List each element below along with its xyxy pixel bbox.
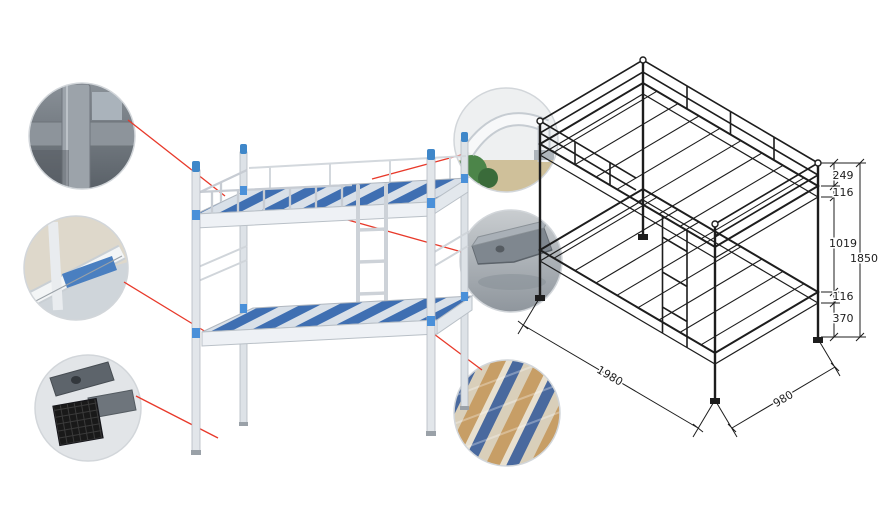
dim-lower-frame: 116: [833, 290, 854, 303]
dim-ground-clearance: 370: [833, 312, 854, 325]
bottom-bunk-head-rails: [195, 245, 248, 283]
guardrail-tube-detail-icon: [453, 87, 559, 193]
detail-callout-frame-connector: [23, 215, 129, 321]
detail-callout-slat-surface: [453, 359, 561, 467]
slat-surface-detail-icon: [453, 359, 561, 467]
foot-pad-detail-icon: [34, 354, 142, 462]
height-dimension-lines: [821, 158, 866, 342]
drawing-post-caps: [536, 56, 822, 228]
upper-slats: [553, 90, 805, 240]
lower-frame-top: [538, 187, 820, 355]
dim-overall-height: 1850: [850, 252, 878, 265]
drawing-ladder: [661, 216, 688, 348]
post-cap: [192, 161, 200, 172]
bed-feet: [191, 406, 469, 455]
post-cap: [240, 144, 247, 154]
bracket-detail-icon: [459, 209, 563, 313]
dim-guard-rail-height: 249: [833, 169, 854, 182]
technical-drawing: [517, 56, 866, 438]
detail-callout-guardrail-tube: [453, 87, 559, 193]
drawing-feet: [535, 234, 823, 404]
bottom-bunk-front-rail: [201, 319, 438, 347]
frame-connector-detail-icon: [23, 215, 129, 321]
detail-callout-corner-joint: [28, 82, 136, 190]
bunk-bed-product-photo: [191, 132, 474, 455]
detail-callout-foot-pad: [34, 354, 142, 462]
upper-frame-bottom: [538, 93, 820, 259]
corner-joint-detail-icon: [28, 82, 136, 190]
dim-overall-width: 980: [771, 388, 796, 410]
base-dimension-lines: [517, 296, 841, 438]
blue-connector-sleeves: [192, 174, 468, 338]
drawing-posts: [538, 60, 820, 398]
lower-slats: [553, 196, 805, 346]
post-cap: [427, 149, 435, 160]
connector-line: [127, 119, 226, 197]
dim-upper-frame: 116: [833, 186, 854, 199]
lower-frame-bottom: [538, 199, 820, 365]
dim-bunk-spacing: 1019: [829, 237, 857, 250]
dimension-labels: 249 116 1019 1850 116 370 1980 980: [593, 168, 880, 412]
top-bunk-front-guardrail: [197, 183, 353, 214]
upper-frame-top: [538, 81, 820, 249]
top-bunk-head-guardrail: [195, 168, 248, 202]
top-bunk-back-guardrail: [248, 155, 467, 189]
dim-overall-length: 1980: [594, 363, 625, 388]
connector-line: [135, 395, 219, 439]
post-cap: [461, 132, 468, 142]
connector-line: [371, 154, 462, 180]
detail-callout-bracket: [459, 209, 563, 313]
bottom-bunk-foot-rails: [430, 231, 469, 269]
